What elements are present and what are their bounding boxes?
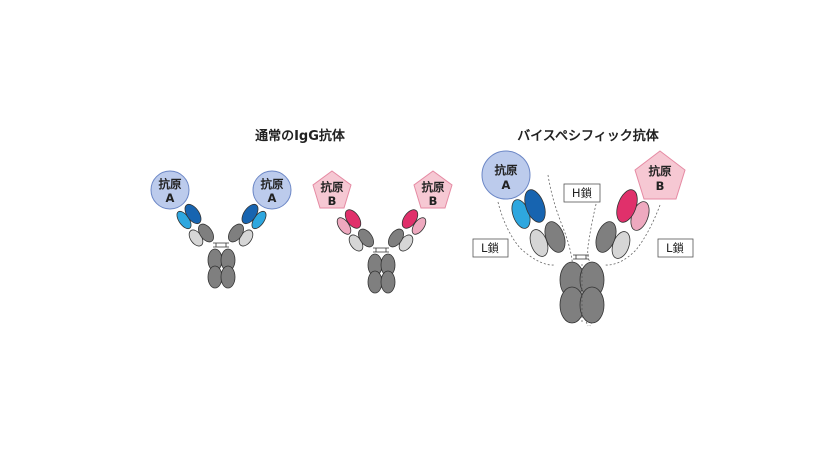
variable-heavy — [241, 203, 259, 225]
light-chain-text: L鎖 — [481, 241, 499, 255]
antigen-label: 抗原 — [495, 163, 518, 177]
left-title: 通常のIgG抗体 — [255, 128, 346, 144]
antigen-b-bispecific: 抗原 B — [634, 150, 686, 200]
antigen-letter: A — [166, 191, 175, 205]
variable-heavy — [616, 189, 638, 223]
antigen-label: 抗原 — [261, 177, 284, 191]
antigen-letter: B — [429, 194, 438, 208]
antigen-letter: B — [328, 194, 337, 208]
constant-heavy — [544, 221, 566, 253]
fc-domain — [220, 265, 236, 289]
fc-domain — [367, 270, 383, 294]
constant-heavy — [198, 223, 214, 243]
igg-antibody-a: 抗原 A 抗原 A — [150, 170, 292, 289]
antigen-label: 抗原 — [159, 177, 182, 191]
fc-domain — [579, 286, 605, 324]
antigen-a-left: 抗原 A — [150, 170, 190, 210]
light-chain-label-left: L鎖 — [472, 238, 509, 258]
constant-heavy — [358, 228, 374, 248]
variable-heavy — [344, 209, 362, 229]
antigen-a-bispecific: 抗原 A — [481, 150, 531, 200]
hinge — [213, 242, 229, 248]
light-chain-outline-left — [497, 201, 555, 266]
variable-heavy — [401, 209, 419, 229]
constant-heavy — [388, 228, 404, 248]
variable-heavy — [524, 189, 546, 223]
light-chain-text: L鎖 — [666, 241, 684, 255]
antigen-label: 抗原 — [321, 180, 344, 194]
fc-domain — [207, 265, 223, 289]
fc-domain — [380, 270, 396, 294]
antigen-letter: A — [502, 178, 511, 192]
antigen-label: 抗原 — [649, 164, 672, 178]
hinge — [573, 254, 589, 260]
heavy-chain-text: H鎖 — [572, 186, 593, 200]
variable-heavy — [184, 203, 202, 225]
antigen-b-left: 抗原 B — [312, 170, 352, 209]
light-chain-outline-right — [604, 204, 661, 266]
antigen-letter: A — [268, 191, 277, 205]
antigen-b-right: 抗原 B — [413, 170, 453, 209]
right-title: バイスペシフィック抗体 — [517, 128, 659, 144]
constant-heavy — [595, 221, 617, 253]
antigen-letter: B — [656, 179, 665, 193]
hinge — [373, 247, 389, 253]
constant-heavy — [228, 223, 244, 243]
antigen-label: 抗原 — [422, 180, 445, 194]
heavy-chain-label: H鎖 — [563, 183, 601, 203]
light-chain-label-right: L鎖 — [657, 238, 694, 258]
bispecific-antibody: 抗原 A 抗原 B H鎖 — [472, 150, 694, 327]
igg-antibody-b: 抗原 B 抗原 B — [312, 170, 453, 294]
antigen-a-right: 抗原 A — [252, 170, 292, 210]
